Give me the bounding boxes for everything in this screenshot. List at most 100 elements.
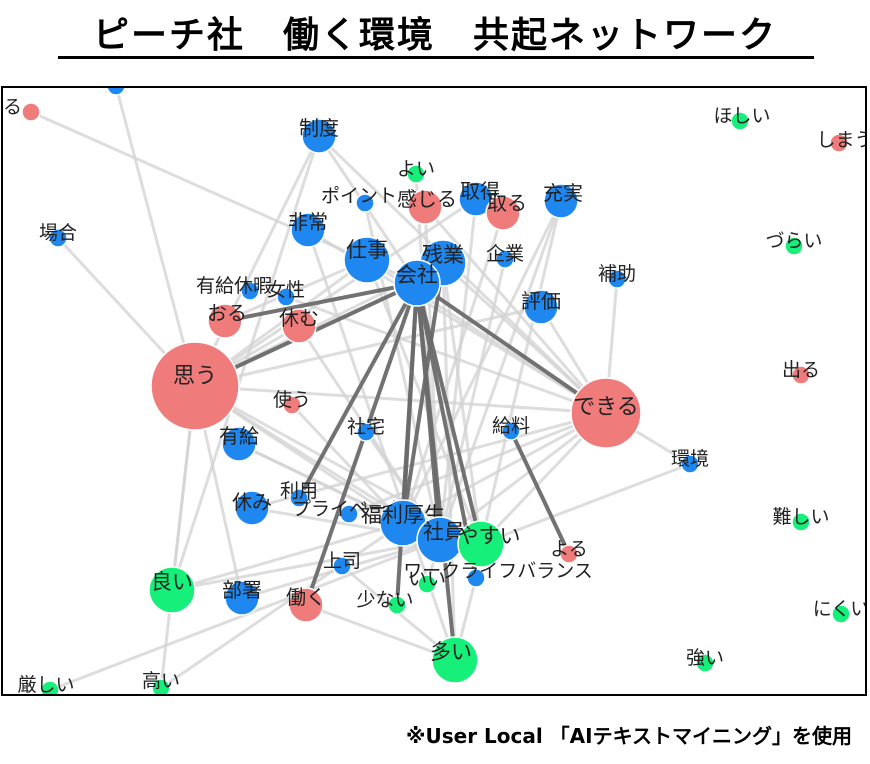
- node-circle-shigoto: [343, 236, 391, 284]
- node-circle-kyuuryou: [501, 421, 521, 441]
- node-circle-kibishii: [40, 680, 60, 694]
- node-label-takai: 高い: [142, 670, 180, 692]
- node-kankyou: 環境: [671, 448, 709, 474]
- edge-light-shutoku-shain: [438, 197, 478, 542]
- node-label-yuukyuu: 有給休暇: [196, 275, 272, 297]
- node-label-busho: 部署: [222, 578, 262, 602]
- node-label-yoi2: 良い: [151, 570, 193, 594]
- node-label-wlb: ワークライフバランス: [403, 560, 593, 582]
- title-underline: [58, 56, 814, 59]
- node-label-omou: 思う: [173, 364, 217, 389]
- node-label-shigoto: 仕事: [346, 238, 388, 262]
- edge-light-yoi2-fukuri: [170, 521, 405, 592]
- node-circle-ooi: [431, 636, 479, 684]
- node-circle-kigyou: [495, 249, 515, 269]
- node-label-baai: 場合: [39, 222, 77, 244]
- node-label-shataku: 社宅: [347, 416, 385, 438]
- node-label-hyouka: 評価: [521, 289, 561, 313]
- node-kyuuryou: 給料: [492, 415, 530, 441]
- node-circle-toru: [485, 195, 521, 231]
- node-omou: 思う: [150, 341, 240, 431]
- node-circle-zurai: [784, 236, 804, 256]
- edge-light-top-omou: [114, 88, 197, 388]
- edge-light-tsukau-fukuri: [290, 403, 405, 525]
- node-label-josei: 女性: [267, 279, 305, 301]
- edge-light-shigoto-yasui: [365, 258, 483, 546]
- node-label-dekiru: できる: [573, 395, 639, 420]
- node-label-riyou: 利用: [280, 480, 318, 502]
- node-tsukau: 使う: [273, 389, 311, 415]
- node-circle-miru: [21, 102, 41, 122]
- node-fukuri: 福利厚生: [361, 499, 445, 547]
- node-circle-puraibeeto: [339, 504, 359, 524]
- node-label-kigyou: 企業: [486, 243, 524, 265]
- edge-light-juujitsu-shain: [438, 199, 563, 542]
- node-label-kyuuryou: 給料: [492, 415, 530, 437]
- edge-light-yasui-kankyou: [479, 462, 692, 546]
- node-circle-yasumi: [234, 490, 270, 526]
- node-label-sukunai: 少ない: [356, 589, 413, 611]
- node-label-ooi: 多い: [430, 640, 472, 664]
- node-josei: 女性: [267, 279, 305, 307]
- node-circle-busho: [224, 580, 260, 616]
- node-kigyou: 企業: [486, 243, 524, 269]
- node-oru: おる: [207, 301, 247, 339]
- node-label-joushi: 上司: [323, 550, 361, 572]
- node-yuukyuu: 有給休暇: [196, 275, 272, 301]
- edge-strong-kaisha-hataraku: [304, 281, 419, 607]
- node-circle-top: [106, 88, 126, 96]
- node-label-kankyou: 環境: [671, 448, 709, 470]
- node-label-hataraku: 働く: [286, 585, 326, 609]
- node-circle-tsuyoi: [695, 653, 715, 673]
- edge-light-shutoku-omou: [193, 197, 478, 388]
- edge-strong-kaisha-oru: [223, 281, 419, 323]
- node-yoru: よる: [550, 538, 588, 564]
- node-circle-ii: [417, 574, 437, 594]
- node-label-miru: 見る: [3, 96, 22, 118]
- node-label-seido: 制度: [299, 116, 339, 140]
- node-circle-yuukyuu2: [221, 426, 257, 462]
- node-hoshii: ほしい: [713, 105, 771, 131]
- edge-light-oru-shigoto: [223, 258, 369, 323]
- node-label-yoi: よい: [397, 158, 435, 180]
- edge-light-yasumi-dekiru: [250, 411, 608, 510]
- node-label-oru: おる: [207, 301, 247, 325]
- node-yasui: やすい: [457, 520, 521, 568]
- edge-strong-zangyou-fukuri: [401, 261, 445, 525]
- node-label-toru: 取る: [487, 191, 527, 215]
- credit-text: ※User Local 「AIテキストマイニング」を使用: [406, 724, 852, 748]
- node-circle-oru: [207, 303, 243, 339]
- node-top: [106, 88, 126, 96]
- page-title: ピーチ社 働く環境 共起ネットワーク: [92, 15, 777, 56]
- edge-strong-kaisha-dekiru: [415, 281, 608, 415]
- edge-light-juujitsu-yasui: [479, 199, 563, 546]
- node-label-yoru: よる: [550, 538, 587, 560]
- node-zurai: づらい: [765, 230, 823, 256]
- node-label-juujitsu: 充実: [543, 181, 583, 205]
- edge-light-josei-dekiru: [284, 295, 608, 415]
- node-circle-baai: [48, 228, 68, 248]
- edge-light-hataraku-ooi: [304, 603, 457, 662]
- node-label-tsuyoi: 強い: [686, 647, 724, 669]
- node-kibishii: 厳しい: [17, 674, 75, 694]
- node-label-pointo: ポイント: [321, 185, 397, 207]
- node-pointo: ポイント: [321, 185, 397, 213]
- edge-light-yoi2-shain: [170, 538, 442, 592]
- edge-light-kanjiru-dekiru: [423, 205, 608, 415]
- node-hataraku: 働く: [286, 585, 326, 623]
- node-juujitsu: 充実: [543, 181, 583, 219]
- node-yasumi: 休み: [232, 490, 272, 526]
- edge-strong-kyuuryou-yoru: [509, 429, 571, 556]
- node-circle-shataku: [356, 422, 376, 442]
- cooccurrence-network: 見る制度よいポイント感じる取得取る充実ほしいしまう場合非常仕事残業企業づらい会社…: [3, 88, 865, 694]
- node-circle-takai: [151, 678, 171, 694]
- node-circle-yoi2: [148, 566, 196, 614]
- edge-strong-kaisha-shain: [415, 281, 442, 542]
- edge-light-puraibeeto-dekiru: [347, 411, 608, 516]
- node-circle-juujitsu: [543, 183, 579, 219]
- node-shigoto: 仕事: [343, 236, 391, 284]
- node-circle-kaisha: [393, 259, 441, 307]
- node-circle-seido: [301, 118, 337, 154]
- node-busho: 部署: [222, 578, 262, 616]
- node-circle-deru: [791, 365, 811, 385]
